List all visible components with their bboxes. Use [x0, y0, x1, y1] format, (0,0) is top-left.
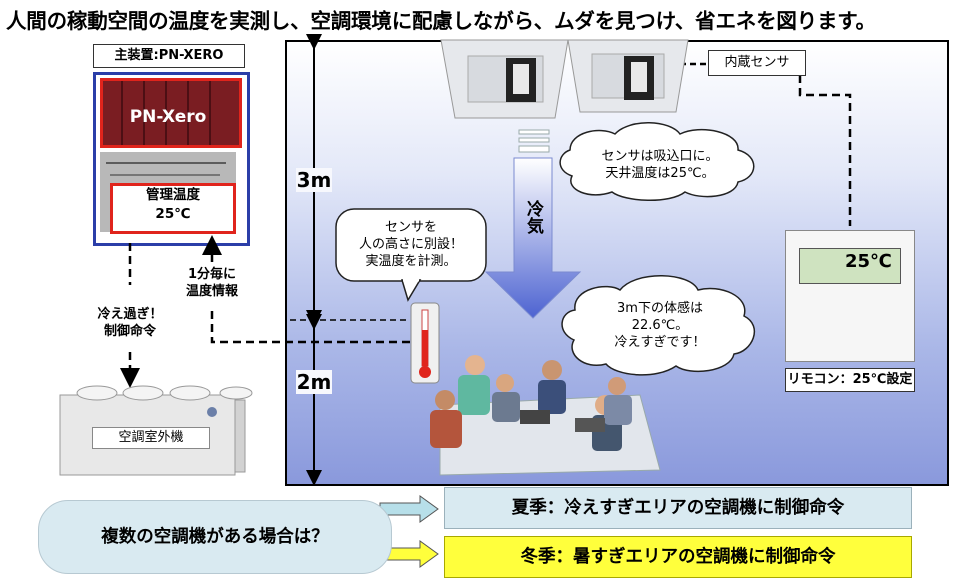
- winter-control-box: 冬季：暑すぎエリアの空調機に制御命令: [444, 536, 912, 578]
- managed-temperature-box: 管理温度 25℃: [110, 183, 236, 234]
- felt-temp-callout-cloud: [561, 275, 756, 376]
- main-device-rack: [100, 78, 242, 148]
- cold-air-arrow: [484, 157, 582, 319]
- page-title: 人間の稼動空間の温度を実測し、空調環境に配慮しながら、ムダを見つけ、省エネを図り…: [6, 9, 876, 33]
- height-label-3m: 3m: [296, 168, 332, 192]
- dash-sensor-to-remote: [798, 75, 852, 226]
- intake-callout-cloud: [559, 122, 755, 201]
- ceiling-ac-unit-1: [440, 39, 569, 119]
- overcool-command-label: 冷え過ぎ！ 制御命令: [82, 306, 178, 340]
- thermometer-sensor: [410, 302, 440, 384]
- remote-temperature: 25℃: [845, 251, 892, 272]
- multiple-ac-question: 複数の空調機がある場合は？: [38, 500, 392, 574]
- remote-setting-label: リモコン：25℃設定: [785, 368, 915, 392]
- felt-temp-callout-text: 3m下の体感は 22.6℃。 冷えすぎです！: [614, 301, 706, 350]
- outdoor-unit-label: 空調室外機: [92, 427, 210, 449]
- managed-temperature-value: 25℃: [155, 206, 191, 222]
- main-device-label: 主装置:PN-XERO: [93, 44, 245, 68]
- intake-callout-text: センサは吸込口に。 天井温度は25℃。: [601, 149, 719, 181]
- builtin-sensor-label: 内蔵センサ: [708, 50, 806, 76]
- remote-screen: [799, 248, 901, 284]
- meeting-people-illustration: [430, 355, 661, 476]
- main-device-brand: PN-Xero: [129, 107, 207, 127]
- sensor-callout-text: センサを 人の高さに別設！ 実温度を計測。: [358, 220, 463, 269]
- summer-control-box: 夏季：冷えすぎエリアの空調機に制御命令: [444, 487, 912, 529]
- height-label-2m: 2m: [296, 370, 332, 394]
- dash-sensor-to-device: [210, 310, 410, 344]
- cold-air-label: 冷気: [523, 200, 543, 234]
- interval-info-label: 1分毎に 温度情報: [166, 266, 258, 300]
- managed-temperature-label: 管理温度: [146, 187, 200, 203]
- ceiling-ac-unit-2: [567, 39, 689, 113]
